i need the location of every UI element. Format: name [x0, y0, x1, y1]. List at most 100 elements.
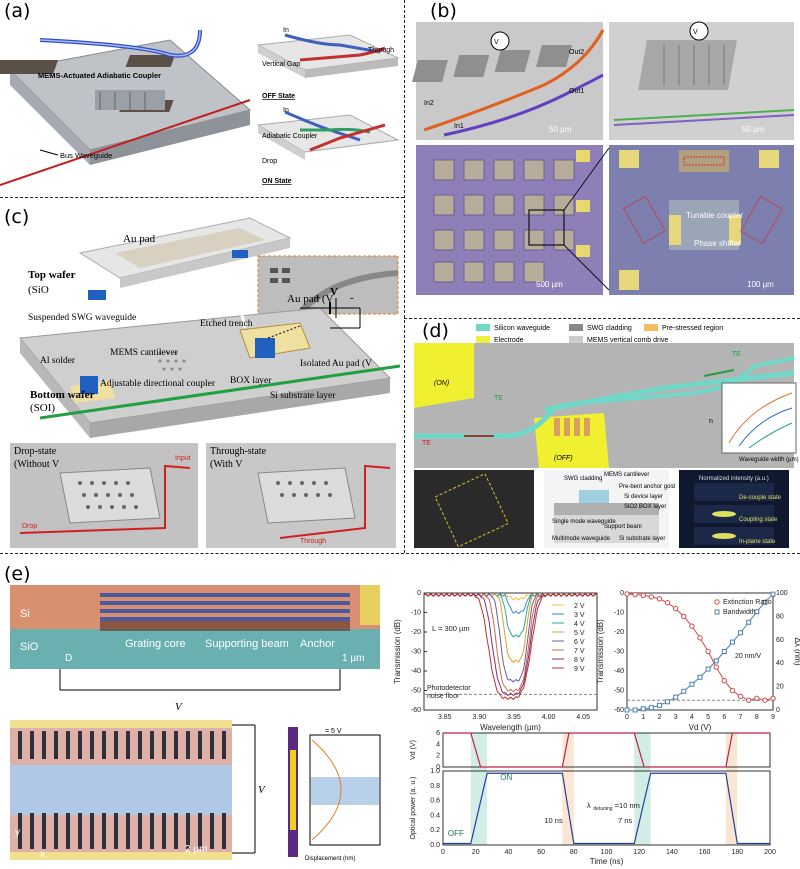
grating-bar	[42, 731, 46, 759]
chart2-er-point	[762, 697, 768, 703]
chart2-er-point	[624, 591, 630, 597]
e-anchor: Anchor	[300, 638, 335, 650]
chart2-bw-point	[697, 674, 703, 680]
chart2-er-point	[640, 592, 646, 599]
chart1-xtick: 3.85	[438, 714, 452, 721]
d-legend-2: Pre-stressed region	[662, 325, 723, 332]
c-bottom-wafer: Bottom wafer	[30, 389, 95, 401]
c-box: BOX layer	[230, 376, 272, 386]
chart3-power-line	[443, 772, 770, 845]
chart2-ytick: -20	[614, 629, 624, 636]
grating-bar	[78, 731, 82, 759]
chart3-xtick: 80	[570, 849, 578, 856]
chart2-ytick: -10	[614, 610, 624, 617]
a-on-state: ON State	[262, 178, 292, 185]
chart2-xtick: 8	[755, 714, 759, 721]
chart2-er-point	[721, 678, 728, 684]
chart3-top-ylabel: Vd (V)	[410, 740, 417, 760]
chart1-ytick: -10	[411, 610, 421, 617]
chart1-legend-label: 9 V	[574, 666, 585, 673]
chart2-xlabel: Vd (V)	[689, 723, 712, 732]
chart2-er-point	[681, 613, 687, 620]
mems-coupler-label: MEMS-Actuated Adiabatic Coupler	[38, 71, 161, 80]
chart1-ytick: -20	[411, 629, 421, 636]
d-vte-on: (ON)	[434, 380, 449, 387]
a-off-in: In	[283, 27, 289, 34]
chart3-top-ytick: 6	[436, 730, 440, 737]
chart2-xtick: 4	[690, 714, 694, 721]
chart2-bw-point	[640, 706, 646, 712]
c-drop: Drop	[22, 523, 37, 530]
chart2-er-point	[697, 635, 703, 641]
panel-c: (c) Au pad Top wafer (SiO Au pad (V +	[0, 198, 404, 553]
d-swg-clad: SWG cladding	[564, 476, 602, 482]
chart1-series-line	[423, 593, 598, 701]
c-through: Through	[300, 538, 326, 545]
d-coupling: Coupling state	[739, 517, 778, 523]
grating-bar	[42, 813, 46, 849]
c-isolated: Isolated Au pad (V	[300, 358, 372, 369]
chart2-bw-point	[656, 702, 662, 708]
chart1-xtick: 4.05	[576, 714, 590, 721]
chart3-xtick: 200	[764, 849, 776, 856]
b-scale1: 50 µm	[549, 125, 572, 134]
chart3-off-label: OFF	[448, 829, 464, 838]
grating-bar	[150, 813, 154, 849]
chart1-pd-label2: noise floor	[427, 693, 460, 700]
chart2-bw-point	[665, 699, 671, 705]
grating-bar	[150, 731, 154, 759]
chart2-bw-point	[770, 591, 776, 597]
c-si-sub: Si substrate layer	[270, 391, 336, 401]
c-adjust: Adjustable directional coupler	[100, 379, 216, 389]
panel-c-illustration: Au pad Top wafer (SiO Au pad (V + - V Su…	[10, 217, 401, 548]
c-mems-cant: MEMS cantilever	[110, 348, 179, 358]
grating-bar	[186, 813, 190, 849]
b-tunable: Tunable coupler	[686, 211, 743, 220]
panel-c-label: (c)	[4, 206, 30, 228]
chart2-bw-point	[713, 658, 719, 664]
d-te1-light: TE	[494, 395, 503, 402]
chart3-bottom-ytick: 0.8	[430, 783, 440, 790]
d-normalized: Normalized intensity (a.u.)	[699, 476, 769, 482]
chart2-ytick: -40	[614, 668, 624, 675]
d-vte-off: (OFF)	[554, 455, 573, 462]
divider-a-c	[0, 197, 404, 198]
chart2-er-point	[632, 591, 638, 598]
panel-b-images: V Out2 Out1 In1 In2 50 µm V 50 µm 500 µm	[412, 21, 795, 295]
chart2-ytick2: 60	[776, 637, 784, 644]
c-drop-state: Drop-state	[14, 446, 57, 457]
chart1-xtick: 4.00	[542, 714, 556, 721]
chart2-er-point	[754, 695, 760, 702]
chart2-legend-er-marker	[714, 599, 720, 605]
chart2-ytick: -60	[614, 707, 624, 714]
grating-bar	[54, 731, 58, 759]
chart1-legend-label: 6 V	[574, 639, 585, 646]
chart2-bw-point	[689, 681, 695, 687]
chart1-legend-label: 3 V	[574, 612, 585, 619]
e-supporting: Supporting beam	[205, 638, 289, 650]
chart1-legend-label: 4 V	[574, 621, 585, 628]
grating-bar	[126, 731, 130, 759]
d-legend-3: Electrode	[494, 337, 524, 344]
c-through-state: Through-state	[210, 446, 267, 457]
chart2-bw-point	[681, 688, 687, 694]
grating-bar	[138, 813, 142, 849]
chart2-bw-point	[705, 666, 711, 672]
d-te1-out: TE	[732, 351, 741, 358]
grating-bar	[198, 813, 202, 849]
panel-d: (d) Silicon waveguide SWG cladding Pre-s…	[404, 318, 800, 553]
chart2-ytick: 0	[620, 590, 624, 597]
b-scale2: 50 µm	[742, 125, 765, 134]
chart2-er-point	[672, 605, 679, 612]
chart3-top-ytick: 4	[436, 741, 440, 748]
a-off-through: Through	[368, 47, 394, 54]
chart2-xtick: 1	[641, 714, 645, 721]
chart3-10ns: 10 ns	[544, 816, 563, 825]
b-in1: In1	[454, 123, 464, 130]
grating-bar	[210, 731, 214, 759]
chart3-bottom-frame	[442, 770, 771, 846]
chart3-xtick: 140	[666, 849, 678, 856]
chart2-ytick2: 20	[776, 684, 784, 691]
c-minus: -	[350, 292, 354, 304]
chart2-bw-point	[673, 694, 679, 700]
